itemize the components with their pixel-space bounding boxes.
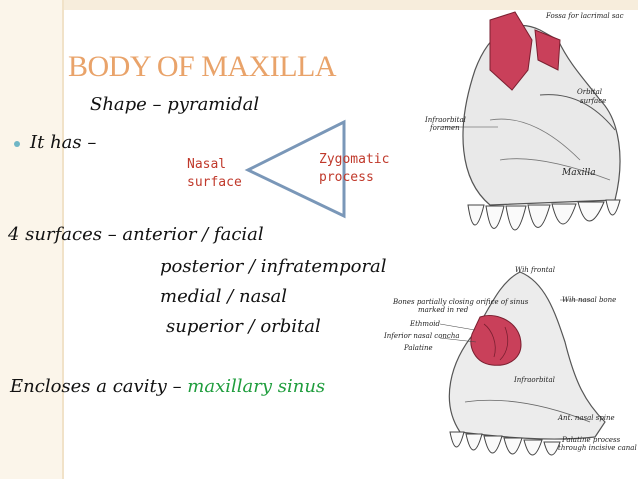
caption-infraorbital-b: Infraorbital	[514, 376, 555, 384]
bullet-icon	[14, 141, 20, 147]
zygomatic-label-line-2: process	[319, 170, 374, 185]
caption-nasal-spine: Ant. nasal spine	[558, 414, 615, 422]
it-has-line: It has –	[30, 132, 97, 153]
triangle-diagram	[244, 119, 346, 219]
zygomatic-label-line-1: Zygomatic	[319, 152, 390, 167]
surfaces-line-1: 4 surfaces – anterior / facial	[8, 224, 264, 245]
shape-line: Shape – pyramidal	[90, 94, 260, 115]
caption-frontal: Wih frontal	[515, 266, 555, 274]
caption-infraorbital-2: foramen	[430, 124, 460, 132]
surfaces-line-3: medial / nasal	[160, 286, 288, 307]
nasal-surface-label: Nasal surface	[187, 156, 242, 192]
caption-maxilla: Maxilla	[562, 168, 596, 178]
encloses-line: Encloses a cavity – maxillary sinus	[10, 376, 325, 397]
caption-infraorbital-1: Infraorbital	[425, 116, 466, 124]
top-band	[0, 0, 638, 10]
caption-sinus-bones-1: Bones partially closing orifice of sinus	[393, 298, 529, 306]
zygomatic-process-label: Zygomatic process	[319, 151, 389, 187]
caption-lacrimal-fossa: Fossa for lacrimal sac	[546, 12, 624, 20]
caption-incisive-canal: through incisive canal	[558, 444, 637, 452]
maxilla-lateral-figure	[442, 11, 621, 231]
nasal-label-line-1: Nasal	[187, 157, 227, 172]
caption-orbital-surface: surface	[580, 97, 607, 105]
slide-title: BODY OF MAXILLA	[68, 50, 337, 83]
surfaces-line-2: posterior / infratemporal	[160, 256, 387, 277]
maxilla-medial-figure	[439, 271, 606, 456]
encloses-highlight: maxillary sinus	[187, 376, 326, 397]
caption-palatine-process: Palatine process	[562, 436, 621, 444]
caption-nasal-bone: Wih nasal bone	[562, 296, 617, 304]
triangle-shape	[244, 119, 346, 219]
nasal-label-line-2: surface	[187, 175, 242, 190]
caption-sinus-bones-2: marked in red	[418, 306, 469, 314]
caption-orbital: Orbital	[577, 88, 603, 96]
encloses-prefix: Encloses a cavity –	[10, 376, 188, 397]
caption-ethmoid: Ethmoid	[410, 320, 441, 328]
left-decor-bar	[0, 0, 62, 479]
caption-palatine: Palatine	[404, 344, 433, 352]
caption-inferior-concha: Inferior nasal concha	[384, 332, 460, 340]
surfaces-line-4: superior / orbital	[166, 316, 321, 337]
left-decor-rule	[62, 0, 64, 479]
